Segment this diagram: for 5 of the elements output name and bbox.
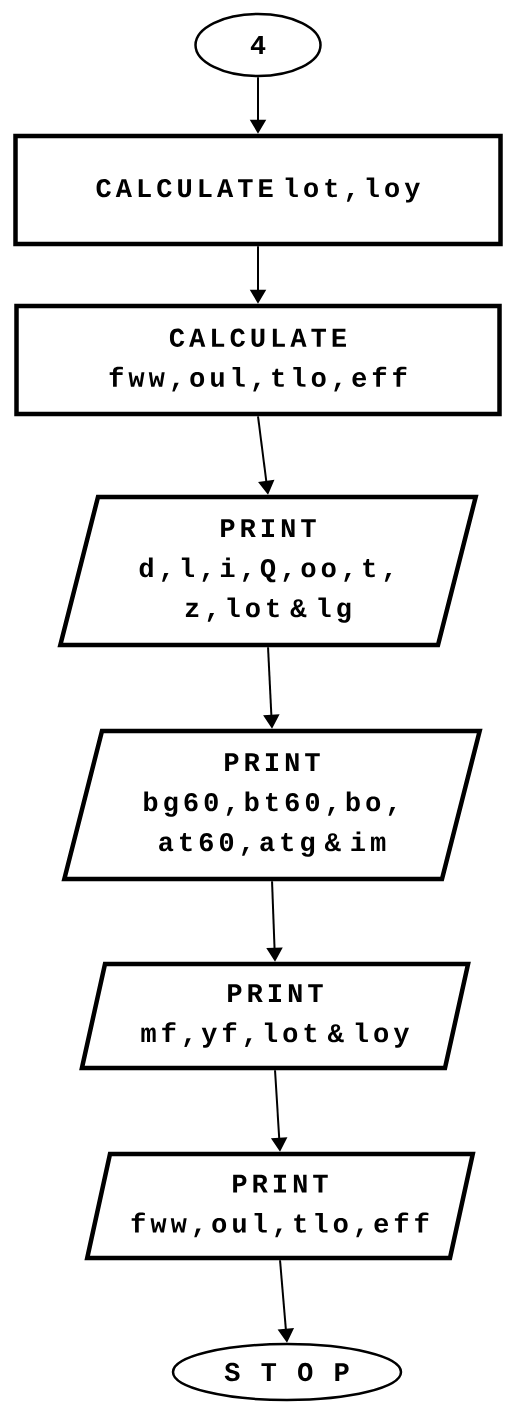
terminal-oval: 4 <box>194 12 322 78</box>
process-box: CALCULATE fww,oul,tlo,eff <box>14 303 502 417</box>
terminal-oval: S T O P <box>171 1342 403 1402</box>
input-output-parallelogram: PRINT mf,yf,lot & loy <box>79 961 471 1071</box>
process-box: CALCULATE lot,loy <box>13 133 503 247</box>
